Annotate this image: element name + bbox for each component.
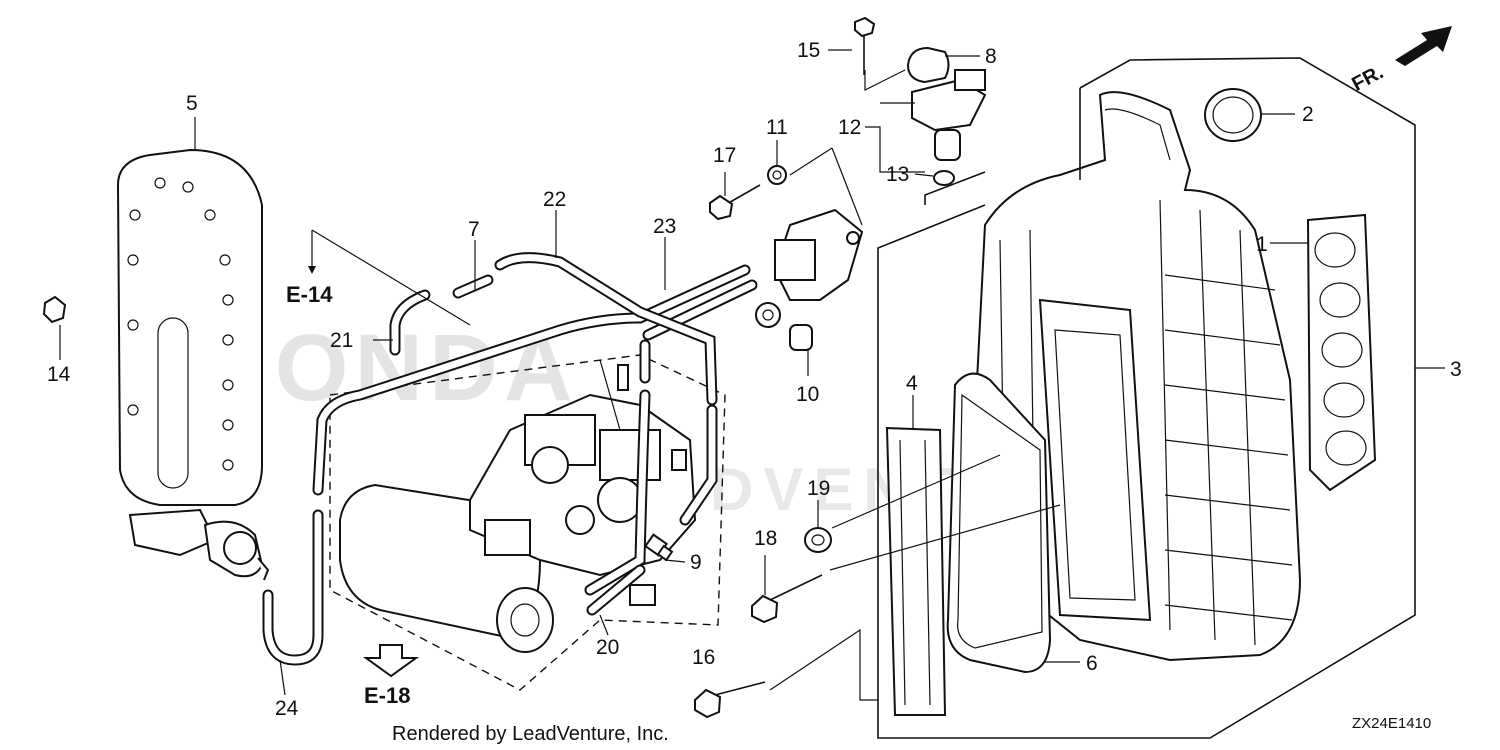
nut-19 — [804, 527, 832, 553]
callout-7: 7 — [468, 218, 480, 241]
map-sensor-12 — [911, 69, 987, 161]
solenoid-valve — [755, 208, 864, 351]
callout-17: 17 — [713, 144, 736, 167]
sensor-cap-8 — [906, 46, 950, 84]
callout-2: 2 — [1302, 103, 1314, 126]
callout-4: 4 — [906, 372, 918, 395]
front-direction-label: FR. — [1348, 61, 1387, 96]
callout-12: 12 — [838, 116, 861, 139]
cover-plate — [116, 148, 270, 581]
callout-24: 24 — [275, 697, 299, 720]
bolt-18 — [751, 574, 823, 624]
fitting-9 — [644, 533, 674, 562]
ref-e18[interactable]: E-18 — [364, 683, 410, 708]
callout-8: 8 — [985, 45, 997, 68]
seal-strip-4 — [885, 426, 947, 716]
callout-13: 13 — [886, 163, 909, 186]
callout-5: 5 — [186, 92, 198, 115]
callout-16: 16 — [692, 646, 715, 669]
e18-arrow-icon — [362, 644, 420, 678]
manifold-gasket-1 — [1306, 213, 1377, 492]
callout-18: 18 — [754, 527, 777, 550]
callout-11: 11 — [766, 116, 788, 139]
bolt-14 — [42, 287, 97, 324]
hoses — [262, 252, 758, 666]
o-ring-13 — [933, 170, 955, 186]
bolt-15 — [854, 16, 876, 75]
bolt-16 — [694, 681, 766, 719]
callout-9: 9 — [690, 551, 702, 574]
e14-arrow-icon — [308, 266, 316, 274]
throttle-ring-2 — [1204, 88, 1262, 142]
callout-1: 1 — [1256, 233, 1268, 256]
callout-22: 22 — [543, 188, 566, 211]
callout-3: 3 — [1450, 358, 1462, 381]
callout-10: 10 — [796, 383, 819, 406]
callout-15: 15 — [797, 39, 820, 62]
front-direction-arrow-icon — [1395, 26, 1452, 66]
callout-23: 23 — [653, 215, 676, 238]
callout-20: 20 — [596, 636, 619, 659]
callout-21: 21 — [330, 329, 353, 352]
bolt-17 — [709, 184, 761, 221]
footer-credit: Rendered by LeadVenture, Inc. — [392, 723, 669, 745]
callout-6: 6 — [1086, 652, 1098, 675]
callout-19: 19 — [807, 477, 830, 500]
diagram-code: ZX24E1410 — [1352, 715, 1431, 732]
callout-14: 14 — [47, 363, 71, 386]
nut-11 — [767, 165, 787, 185]
leader-lines — [59, 49, 1445, 701]
ref-e14[interactable]: E-14 — [286, 282, 333, 307]
